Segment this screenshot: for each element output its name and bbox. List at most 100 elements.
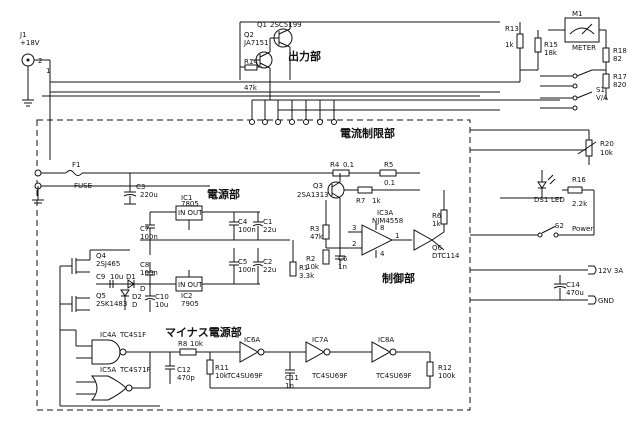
q3-transistor	[327, 173, 358, 245]
ic2-pins: IN OUT	[178, 281, 203, 289]
r5-ref: R5	[384, 161, 393, 169]
output-gnd-label: GND	[598, 297, 614, 305]
ic4-value: TC4S1F	[119, 331, 146, 339]
r4-resistor	[332, 169, 350, 177]
q4-value: 2SJ465	[96, 260, 120, 268]
c3-ref: C3	[136, 183, 145, 191]
block-power-label: 電源部	[207, 187, 240, 201]
r12-ref: R12	[438, 364, 452, 372]
r2-ref: R2	[306, 255, 315, 263]
s2-ref: S2	[555, 222, 564, 230]
c6-value: 1n	[338, 263, 347, 271]
d1-ref: D1	[126, 273, 136, 281]
m1-value: METER	[572, 44, 596, 52]
r6-value: 1k	[432, 220, 441, 228]
c2-value: 22u	[263, 266, 276, 274]
r5-resistor	[379, 169, 397, 177]
s1-value: V/A	[596, 94, 608, 102]
r4-ref: R4	[330, 161, 340, 169]
q1-value: 2SC5199	[270, 21, 302, 29]
r20-potentiometer	[470, 129, 597, 165]
block-output-label: 出力部	[288, 49, 321, 63]
c2-ref: C2	[263, 258, 272, 266]
c1-value: 22u	[263, 226, 276, 234]
block-control-label: 制御部	[382, 271, 415, 285]
ic8-value: TC4SU69F	[375, 372, 412, 380]
c10-capacitor	[144, 284, 156, 312]
r3-resistor	[322, 200, 348, 249]
ds1-value: LED	[551, 196, 565, 204]
ic5-nor-gate	[76, 352, 151, 401]
c14-capacitor	[553, 275, 567, 300]
r2-value: 10k	[306, 263, 320, 271]
r7-value: 1k	[372, 197, 381, 205]
j1-value: +18V	[20, 39, 40, 47]
ic4-nand-gate	[60, 329, 150, 365]
q2-value: JA7151	[243, 39, 269, 47]
q3-value: 2SA1313	[297, 191, 329, 199]
r3-value: 47k	[310, 233, 324, 241]
r11-value: 10k	[215, 372, 229, 380]
c8-capacitor	[145, 262, 155, 284]
ic3-ref: IC3A	[377, 209, 393, 217]
ic4-ref: IC4A	[100, 331, 116, 339]
j1-pin-1: 1	[46, 67, 50, 75]
q2-ref: Q2	[244, 31, 254, 39]
r15-resistor	[520, 30, 542, 71]
c4-ref: C4	[238, 218, 248, 226]
r2-resistor	[322, 249, 330, 265]
c8-value: 100n	[140, 269, 158, 277]
c12-value: 470p	[177, 374, 195, 382]
r15-value: 18k	[544, 49, 558, 57]
r13-ref: R13	[505, 25, 519, 33]
c5-value: 100n	[238, 266, 256, 274]
ic6-ref: IC6A	[244, 336, 260, 344]
d2-letter: D	[132, 301, 137, 309]
ic2-value: 7905	[181, 300, 199, 308]
ic7-ref: IC7A	[312, 336, 328, 344]
r17-value: 820	[613, 81, 626, 89]
d2-ref: D2	[132, 293, 142, 301]
c3-capacitor	[123, 173, 137, 205]
q5-value: 2SK1483	[96, 300, 127, 308]
ds1-led	[500, 170, 562, 199]
ic7-inverter	[305, 341, 372, 363]
c9-d1-parts	[96, 279, 150, 289]
q6-ref: Q6	[432, 244, 443, 252]
c6-ref: C6	[338, 255, 348, 263]
q6-value: DTC114	[432, 252, 460, 260]
ic8-ref: IC8A	[378, 336, 394, 344]
r16-resistor	[562, 186, 594, 194]
c8-ref: C8	[140, 261, 149, 269]
c12-ref: C12	[177, 366, 191, 374]
c14-value: 470u	[566, 289, 584, 297]
ic3-pin-4: 4	[380, 250, 385, 258]
c4-value: 100n	[238, 226, 256, 234]
c6-capacitor	[335, 245, 345, 268]
output-terminals	[470, 265, 597, 305]
limit-feed-lines	[249, 99, 560, 125]
c5-capacitor	[229, 248, 239, 284]
f1-value: FUSE	[74, 182, 92, 190]
s2-value: Power	[572, 225, 593, 233]
r11-resistor	[206, 352, 430, 389]
r3-ref: R3	[310, 225, 319, 233]
r6-ref: R6	[432, 212, 442, 220]
ic1-regulator	[150, 205, 260, 230]
r13-resistor	[516, 22, 524, 82]
c1-ref: C1	[263, 218, 272, 226]
r7-ref: R7	[356, 197, 365, 205]
c10-value: 10u	[155, 301, 168, 309]
ic6-inverter	[239, 341, 306, 363]
r16-ref: R16	[572, 176, 586, 184]
ic3-pin-3: 3	[352, 224, 356, 232]
c7-capacitor	[145, 212, 155, 255]
c9-ref: C9	[96, 273, 105, 281]
q5-mosfet	[59, 266, 90, 330]
r8-ref: R8	[178, 340, 187, 348]
r17-resistor	[602, 73, 610, 100]
block-negative-label: マイナス電源部	[165, 325, 242, 339]
r20-value: 10k	[600, 149, 614, 157]
c4-capacitor	[229, 212, 239, 240]
c14-ref: C14	[566, 281, 580, 289]
